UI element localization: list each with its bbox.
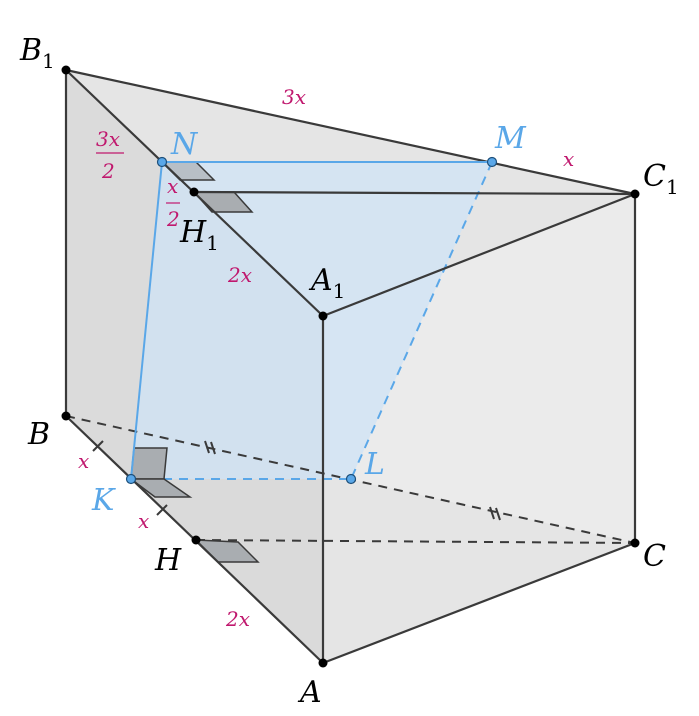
tick-kh — [156, 504, 168, 516]
point-h1 — [189, 187, 199, 197]
length-ha: 2x — [225, 607, 250, 631]
point-b — [61, 411, 71, 421]
point-m — [486, 156, 498, 168]
label-n: N — [170, 127, 199, 162]
label-c1: C1 — [643, 159, 679, 199]
svg-text:2: 2 — [166, 207, 180, 231]
length-nh1-fraction: x 2 — [166, 174, 180, 231]
section-ml-hidden — [350, 161, 493, 480]
length-mc1: x — [563, 147, 574, 171]
point-c — [630, 538, 640, 548]
section-nk — [130, 161, 163, 480]
label-h1: H1 — [179, 215, 219, 255]
length-h1a1: 2x — [227, 263, 252, 287]
tick-bk — [92, 440, 104, 452]
point-a1 — [318, 311, 328, 321]
segment-h1c1 — [193, 190, 636, 196]
right-angle-marker-k-vertical — [130, 447, 168, 480]
label-k: K — [91, 483, 116, 518]
svg-text:3x: 3x — [96, 127, 120, 151]
tick-marks-bl — [204, 440, 216, 455]
right-angle-marker-k-horizontal — [128, 478, 193, 498]
label-b: B — [27, 417, 50, 452]
label-m: M — [494, 121, 527, 156]
svg-text:x: x — [167, 174, 178, 198]
label-c: C — [643, 539, 666, 574]
length-kh: x — [138, 509, 149, 533]
edge-b1c1 — [65, 68, 636, 196]
label-a: A — [297, 675, 322, 710]
point-k — [125, 473, 137, 485]
length-b1n-fraction: 3x 2 — [96, 127, 124, 183]
length-b1c1: 3x — [282, 85, 306, 109]
tick-marks-lc — [489, 506, 501, 521]
svg-text:2: 2 — [101, 159, 115, 183]
point-c1 — [630, 189, 640, 199]
edge-ac — [322, 541, 636, 665]
label-l: L — [364, 447, 385, 482]
point-h — [191, 535, 201, 545]
point-b1 — [61, 65, 71, 75]
label-h: H — [154, 543, 182, 578]
edge-a1c1 — [322, 192, 636, 318]
label-a1: A1 — [308, 263, 345, 303]
label-b1: B1 — [19, 33, 55, 73]
length-bk: x — [78, 449, 89, 473]
point-a — [318, 658, 328, 668]
point-l — [345, 473, 357, 485]
section-klmn — [131, 162, 492, 479]
point-n — [156, 156, 168, 168]
